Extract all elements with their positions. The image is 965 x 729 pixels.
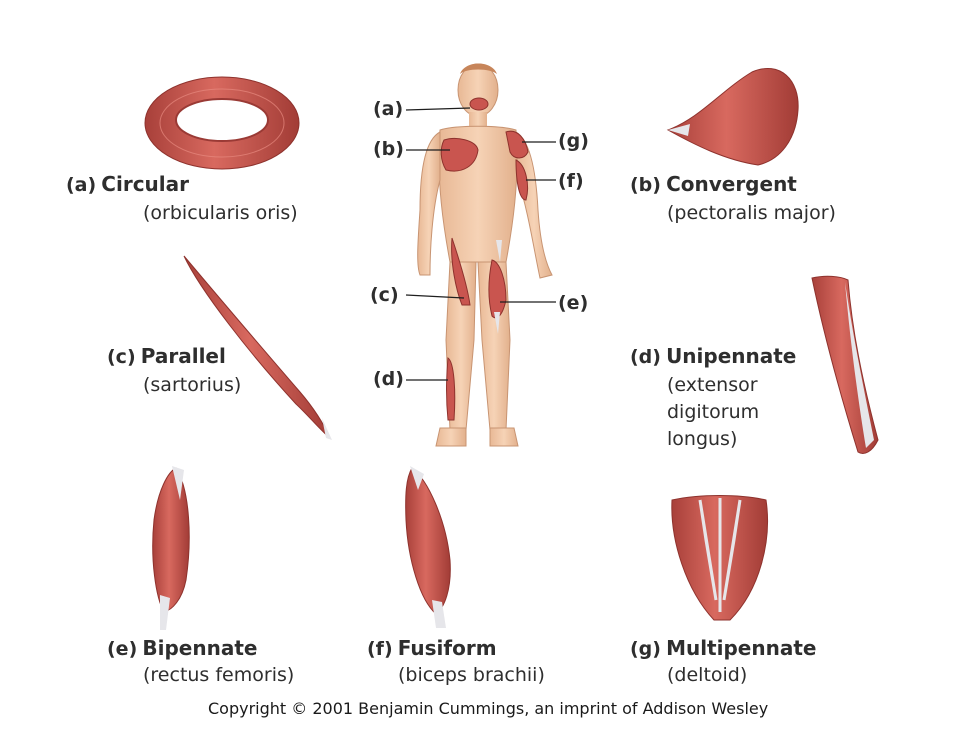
label-convergent-title: Convergent	[666, 172, 797, 196]
label-unipennate-sub-3: longus)	[667, 426, 737, 452]
label-circular-letter: (a)	[66, 174, 96, 196]
label-parallel-sub: (sartorius)	[143, 372, 241, 398]
fusiform-muscle	[406, 466, 451, 628]
label-convergent: (b) Convergent	[630, 172, 797, 196]
label-fusiform-letter: (f)	[367, 638, 393, 660]
label-multipennate-title: Multipennate	[666, 636, 816, 660]
callout-e: (e)	[558, 292, 588, 314]
callout-d: (d)	[373, 368, 404, 390]
unipennate-muscle	[812, 276, 878, 453]
label-parallel-title: Parallel	[141, 344, 226, 368]
callout-a: (a)	[373, 98, 403, 120]
label-bipennate: (e) Bipennate	[107, 636, 257, 660]
label-bipennate-letter: (e)	[107, 638, 137, 660]
label-bipennate-sub: (rectus femoris)	[143, 662, 294, 688]
human-figure	[418, 64, 552, 447]
multipennate-muscle	[672, 496, 768, 621]
label-fusiform-title: Fusiform	[398, 636, 497, 660]
label-circular-sub: (orbicularis oris)	[143, 200, 298, 226]
label-fusiform-sub: (biceps brachii)	[398, 662, 545, 688]
label-unipennate: (d) Unipennate	[630, 344, 796, 368]
bipennate-muscle	[153, 466, 189, 630]
label-circular-title: Circular	[101, 172, 189, 196]
label-convergent-letter: (b)	[630, 174, 661, 196]
label-circular: (a) Circular	[66, 172, 189, 196]
label-convergent-sub: (pectoralis major)	[667, 200, 836, 226]
circular-muscle-ring	[145, 77, 299, 169]
convergent-muscle	[668, 68, 798, 165]
callout-b: (b)	[373, 138, 404, 160]
label-multipennate-letter: (g)	[630, 638, 661, 660]
label-unipennate-letter: (d)	[630, 346, 661, 368]
label-bipennate-title: Bipennate	[142, 636, 257, 660]
label-unipennate-title: Unipennate	[666, 344, 796, 368]
label-multipennate-sub: (deltoid)	[667, 662, 747, 688]
callout-g: (g)	[558, 130, 589, 152]
copyright-notice: Copyright © 2001 Benjamin Cummings, an i…	[208, 699, 768, 718]
label-parallel: (c) Parallel	[107, 344, 226, 368]
label-parallel-letter: (c)	[107, 346, 136, 368]
label-unipennate-sub-1: (extensor	[667, 372, 758, 398]
label-unipennate-sub-2: digitorum	[667, 399, 759, 425]
callout-f: (f)	[558, 170, 584, 192]
label-fusiform: (f) Fusiform	[367, 636, 497, 660]
callout-c: (c)	[370, 284, 399, 306]
label-multipennate: (g) Multipennate	[630, 636, 816, 660]
